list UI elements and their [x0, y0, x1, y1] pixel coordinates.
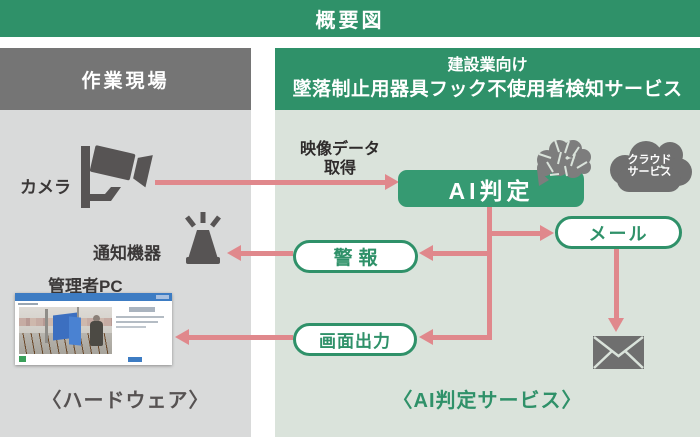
photo-safety-mesh	[69, 316, 81, 346]
siren-icon	[180, 209, 226, 272]
video-data-label-line1: 映像データ	[299, 141, 380, 158]
arrow-mail-to-envelope	[614, 249, 619, 318]
ai-service-header-line1: 建設業向け	[447, 57, 528, 74]
pc-blue-button	[128, 357, 142, 362]
photo-deck	[19, 333, 112, 354]
cctv-camera-icon	[79, 144, 153, 217]
ai-service-header-line2: 墜落制止用器具フック不使用者検知サービス	[292, 79, 683, 100]
admin-pc-label: 管理者PC	[48, 277, 123, 296]
pc-green-button	[19, 356, 26, 362]
arrow-alarm-to-notifier-head	[227, 245, 241, 261]
arrow-ai-to-mail-head	[540, 225, 554, 241]
arrow-ai-to-screen-head	[419, 329, 433, 345]
hardware-footer: 〈ハードウェア〉	[41, 390, 210, 412]
arrow-ai-to-mail	[490, 231, 540, 236]
ai-judgment-box: AI判定	[398, 170, 584, 207]
cloud-label-line2: サービス	[627, 166, 672, 178]
arrow-alarm-to-notifier	[241, 251, 293, 256]
work-site-header: 作業現場	[0, 48, 251, 110]
line-ai-trunk	[487, 207, 492, 340]
pc-info-row	[116, 316, 164, 318]
pc-titlebar	[15, 293, 172, 301]
arrow-ai-to-alarm	[433, 251, 490, 256]
ai-service-footer: 〈AI判定サービス〉	[392, 390, 583, 412]
pc-info-header	[129, 307, 155, 312]
video-data-label-line2: 取得	[323, 160, 356, 177]
alarm-pill: 警報	[293, 240, 418, 273]
photo-beam	[45, 309, 48, 343]
pc-info-row	[116, 321, 158, 323]
arrow-camera-to-ai-head	[385, 174, 399, 190]
pc-monitoring-photo	[19, 307, 112, 354]
photo-worker	[93, 315, 100, 322]
arrow-screen-to-pc	[189, 335, 293, 340]
video-data-label: 映像データ 取得	[290, 140, 390, 178]
arrow-ai-to-screen	[433, 335, 490, 340]
screen-output-pill: 画面出力	[293, 323, 417, 356]
cloud-icon: クラウド サービス	[603, 140, 696, 194]
pc-titlebar-button	[156, 295, 169, 299]
mail-pill: メール	[555, 216, 682, 249]
arrow-camera-to-ai	[155, 180, 387, 185]
arrow-screen-to-pc-head	[175, 329, 189, 345]
arrow-mail-to-envelope-head	[608, 318, 624, 332]
camera-label: カメラ	[20, 178, 71, 197]
envelope-icon	[593, 336, 644, 374]
photo-worker	[90, 321, 103, 346]
cloud-label-line1: クラウド	[627, 154, 672, 166]
pc-info-row	[116, 326, 146, 328]
ai-service-header: 建設業向け 墜落制止用器具フック不使用者検知サービス	[275, 48, 700, 110]
pc-screenshot	[15, 293, 172, 365]
pc-menu-bar	[18, 303, 38, 305]
notifier-label: 通知機器	[93, 244, 161, 263]
arrow-ai-to-alarm-head	[419, 245, 433, 261]
brain-icon	[530, 139, 592, 194]
cloud-label: クラウド サービス	[603, 154, 696, 178]
page-title: 概要図	[0, 0, 700, 37]
pc-info-panel	[116, 307, 168, 353]
